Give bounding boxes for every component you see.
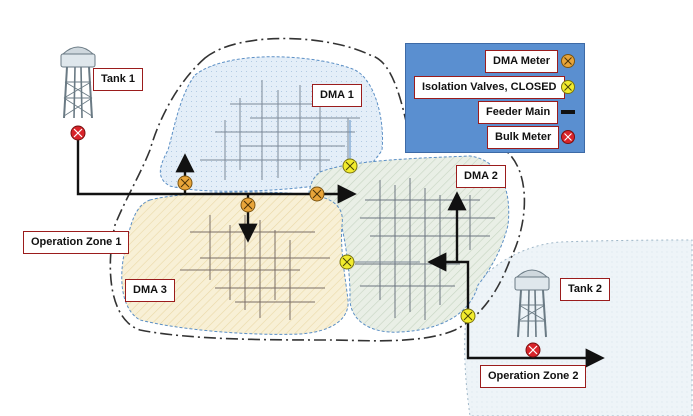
legend-row-isolation-valve: Isolation Valves, CLOSED [406, 76, 586, 99]
operation-zone-2-label: Operation Zone 2 [480, 365, 587, 388]
legend-row-dma-meter: DMA Meter [406, 50, 586, 73]
tank-2-label: Tank 2 [560, 278, 611, 301]
dma-meter-icon [240, 197, 256, 213]
isolation-valve-icon [460, 308, 476, 324]
legend-row-bulk-meter: Bulk Meter [406, 126, 586, 149]
bulk-meter-icon [525, 342, 541, 358]
legend-label: DMA Meter [485, 50, 559, 73]
dma-3-area [121, 191, 349, 335]
operation-zone-1-boundary [109, 37, 526, 342]
legend: DMA Meter Isolation Valves, CLOSED Feede… [405, 43, 585, 153]
dma-2-label: DMA 2 [456, 165, 506, 188]
legend-label: Bulk Meter [487, 126, 560, 149]
dma-1-label: DMA 1 [312, 84, 362, 107]
isolation-valve-icon [561, 80, 575, 94]
legend-label: Feeder Main [478, 101, 559, 124]
tank-1-label: Tank 1 [93, 68, 144, 91]
dma-meter-icon [309, 186, 325, 202]
dma-meter-icon [177, 175, 193, 191]
dma-1-pipes [200, 80, 360, 180]
legend-label: Isolation Valves, CLOSED [414, 76, 565, 99]
operation-zone-1-label: Operation Zone 1 [23, 231, 130, 254]
operation-zone-2-area [464, 239, 693, 416]
legend-row-feeder-main: Feeder Main [406, 101, 586, 124]
bulk-meter-icon [70, 125, 86, 141]
tank-1-icon [60, 46, 96, 119]
isolation-valve-icon [342, 158, 358, 174]
dma-3-label: DMA 3 [125, 279, 175, 302]
tank-2-icon [514, 269, 550, 338]
feeder-main-icon [561, 110, 575, 114]
dma-meter-icon [561, 54, 575, 68]
isolation-valve-icon [339, 254, 355, 270]
bulk-meter-icon [561, 130, 575, 144]
